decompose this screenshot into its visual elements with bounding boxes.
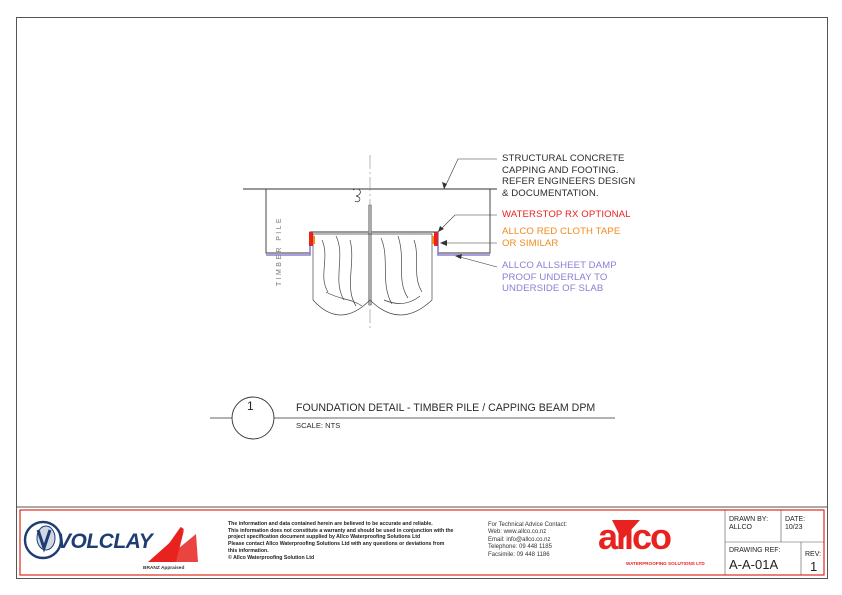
- contact-line: Email: info@allco.co.nz: [488, 536, 551, 543]
- capping-note: STRUCTURAL CONCRETE CAPPING AND FOOTING.…: [502, 153, 635, 199]
- volclay-logo: [23, 520, 63, 560]
- disclaimer-line: The information and data contained herei…: [228, 521, 433, 527]
- note-line: CAPPING AND FOOTING.: [502, 164, 619, 176]
- date-value: 10/23: [785, 524, 803, 531]
- rev-value: 1: [810, 559, 818, 574]
- contact-line: For Technical Advice Contact:: [488, 522, 567, 528]
- disclaimer-text: The information and data contained herei…: [228, 521, 453, 561]
- leader-arrowheads: [438, 182, 462, 259]
- drawn-by-value: ALLCO: [729, 524, 752, 531]
- break-line-symbol: [352, 188, 361, 203]
- drawing-ref-label: DRAWING REF:: [729, 547, 781, 554]
- waterstop-note: WATERSTOP RX OPTIONAL: [502, 209, 631, 220]
- contact-line: Facsimile: 09 448 1186: [488, 551, 550, 558]
- date-label: DATE:: [785, 516, 806, 523]
- timber-pile: [312, 233, 433, 316]
- title-block-border: [19, 509, 825, 576]
- drawing-ref-value: A-A-01A: [729, 557, 779, 572]
- drawn-by-cell: DRAWN BY: ALLCO: [729, 516, 768, 532]
- reinforcing-bar: [368, 204, 372, 306]
- note-line: STRUCTURAL CONCRETE: [502, 153, 625, 164]
- leader-lines: [437, 158, 498, 268]
- underlay-note: ALLCO ALLSHEET DAMP PROOF UNDERLAY TO UN…: [502, 260, 617, 295]
- disclaimer-line: this information.: [228, 547, 269, 554]
- date-cell: DATE: 10/23: [785, 516, 805, 532]
- detail-number: 1: [247, 399, 254, 413]
- contact-line: Telephone: 09 448 1185: [488, 544, 552, 551]
- disclaimer-line: project specification document supplied …: [228, 534, 421, 541]
- detail-tag: [210, 396, 615, 440]
- timber-pile-label: TIMBER PILE: [276, 216, 283, 286]
- note-line: REFER ENGINEERS DESIGN: [502, 176, 636, 188]
- branz-logo-text: BRANZ Appraised: [143, 566, 185, 571]
- drawn-by-label: DRAWN BY:: [729, 516, 769, 523]
- note-line: UNDERSIDE OF SLAB: [502, 283, 604, 295]
- branz-logo: [148, 526, 198, 562]
- disclaimer-line: Please contact Allco Waterproofing Solut…: [228, 541, 445, 548]
- drawing-sheet-border: [16, 17, 828, 579]
- rev-label: REV:: [805, 551, 822, 558]
- disclaimer-line: © Allco Waterproofing Solution Ltd: [228, 554, 315, 561]
- allco-logo: [612, 520, 640, 540]
- waterstop-tape: [309, 232, 438, 246]
- note-line: & DOCUMENTATION.: [502, 187, 599, 199]
- tape-note: ALLCO RED CLOTH TAPE OR SIMILAR: [502, 226, 620, 249]
- detail-scale: SCALE: NTS: [296, 421, 341, 430]
- note-line: ALLCO ALLSHEET DAMP: [502, 260, 617, 271]
- allco-tagline: WATERPROOFING SOLUTIONS LTD: [626, 561, 705, 566]
- title-block-grid: [724, 510, 824, 575]
- volclay-logo-text: VOLCLAY: [57, 530, 153, 553]
- note-line: PROOF UNDERLAY TO: [502, 271, 608, 283]
- note-line: OR SIMILAR: [502, 237, 559, 249]
- disclaimer-line: This information does not constitute a w…: [228, 527, 454, 534]
- detail-title: FOUNDATION DETAIL - TIMBER PILE / CAPPIN…: [296, 402, 596, 414]
- allco-logo-text: allco: [598, 516, 672, 557]
- contact-block: For Technical Advice Contact: Web: www.a…: [488, 522, 567, 559]
- note-line: ALLCO RED CLOTH TAPE: [502, 226, 621, 237]
- contact-line: Web: www.allco.co.nz: [488, 529, 547, 536]
- dpm-underlay: [266, 234, 490, 256]
